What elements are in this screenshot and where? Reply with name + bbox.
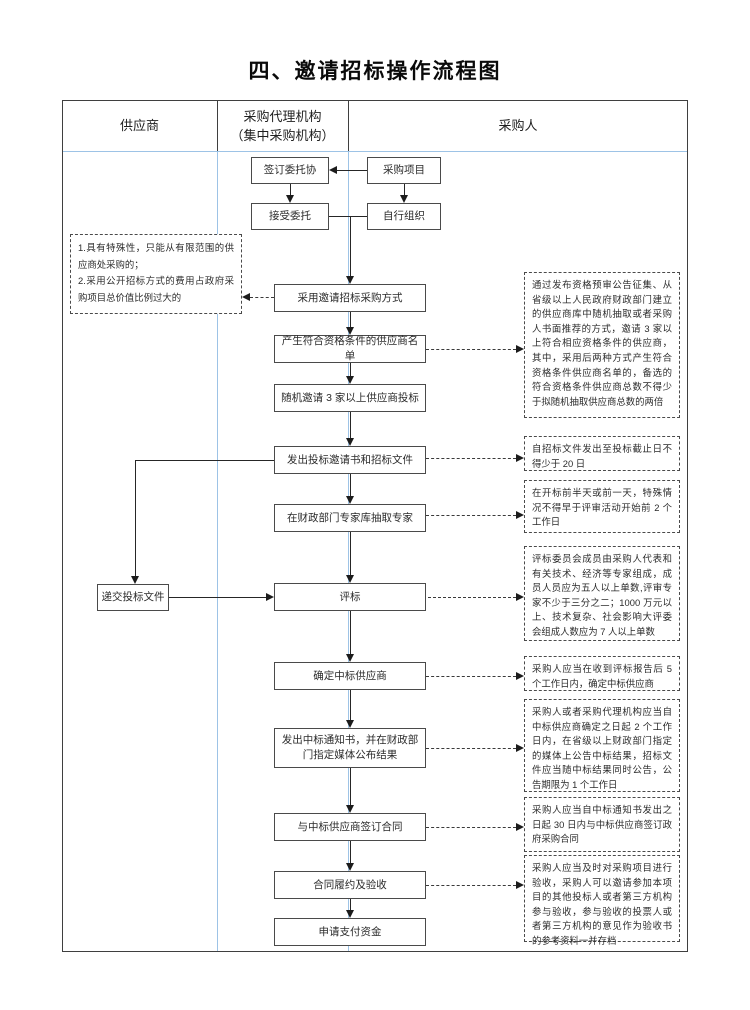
note-confirm-deadline: 采购人应当在收到评标报告后 5 个工作日内，确定中标供应商 bbox=[524, 656, 680, 691]
dashed-send-to-deadline bbox=[426, 458, 516, 459]
connector-list-to-invite bbox=[350, 363, 351, 377]
node-sign-contract: 与中标供应商签订合同 bbox=[274, 813, 426, 841]
node-qualified-list: 产生符合资格条件的供应商名单 bbox=[274, 335, 426, 363]
arrowhead-to-submit-bid bbox=[131, 576, 139, 584]
lane-divider-agency-purchaser bbox=[348, 151, 349, 951]
column-header-agency-line1: 采购代理机构 bbox=[243, 109, 322, 124]
header-divider-1 bbox=[217, 100, 218, 151]
dashed-experts-to-timing bbox=[426, 515, 516, 516]
arrowhead-notice-to-announce bbox=[516, 744, 524, 752]
arrowhead-eval-to-winner bbox=[346, 654, 354, 662]
arrowhead-winner-to-confirm bbox=[516, 672, 524, 680]
arrowhead-adopt-to-list bbox=[346, 327, 354, 335]
connector-invite-to-send bbox=[350, 412, 351, 439]
note-supplier-sourcing: 通过发布资格预审公告征集、从省级以上人民政府财政部门建立的供应商库中随机抽取或者… bbox=[524, 272, 680, 418]
node-self-organize: 自行组织 bbox=[367, 203, 441, 230]
connector-adopt-to-list bbox=[350, 312, 351, 328]
connector-experts-to-eval bbox=[350, 532, 351, 576]
node-adopt-method: 采用邀请招标采购方式 bbox=[274, 284, 426, 312]
note-applicability-line2: 2.采用公开招标方式的费用占政府采购项目总价值比例过大的 bbox=[78, 275, 234, 303]
note-contract-deadline: 采购人应当自中标通知书发出之日起 30 日内与中标供应商签订政府采购合同 bbox=[524, 797, 680, 852]
arrowhead-sign-to-accept bbox=[286, 195, 294, 203]
node-send-invitation: 发出投标邀请书和招标文件 bbox=[274, 446, 426, 474]
note-committee-rule: 评标委员会成员由采购人代表和有关技术、经济等专家组成，成员人员应为五人以上单数,… bbox=[524, 546, 680, 641]
node-bid-evaluation: 评标 bbox=[274, 583, 426, 611]
node-procurement-project: 采购项目 bbox=[367, 157, 441, 184]
connector-sign-to-accept bbox=[290, 184, 291, 196]
node-submit-bid-docs: 递交投标文件 bbox=[97, 584, 169, 611]
arrowhead-notice-to-contract bbox=[346, 805, 354, 813]
arrowhead-acceptance-to-payment bbox=[346, 910, 354, 918]
node-sign-agreement: 签订委托协 bbox=[251, 157, 329, 184]
note-announce-rule: 采购人或者采购代理机构应当自中标供应商确定之日起 2 个工作日内，在省级以上财政… bbox=[524, 699, 680, 792]
arrowhead-send-to-deadline bbox=[516, 454, 524, 462]
column-header-supplier: 供应商 bbox=[119, 118, 159, 133]
arrowhead-eval-to-committee bbox=[516, 593, 524, 601]
connector-project-to-sign bbox=[337, 170, 367, 171]
connector-acceptance-to-payment bbox=[350, 899, 351, 911]
dashed-acceptance-to-rule bbox=[426, 885, 516, 886]
connector-send-to-left-leg bbox=[135, 460, 274, 461]
connector-junction-to-adopt bbox=[350, 216, 351, 276]
arrowhead-list-to-sourcing bbox=[516, 345, 524, 353]
dashed-list-to-sourcing bbox=[426, 349, 516, 350]
dashed-winner-to-confirm bbox=[426, 676, 516, 677]
connector-winner-to-notice bbox=[350, 690, 351, 721]
column-header-purchaser: 采购人 bbox=[498, 118, 538, 133]
header-divider-2 bbox=[348, 100, 349, 151]
node-issue-award-notice: 发出中标通知书，并在财政部门指定媒体公布结果 bbox=[274, 728, 426, 768]
arrowhead-send-to-experts bbox=[346, 496, 354, 504]
node-accept-commission: 接受委托 bbox=[251, 203, 329, 230]
arrowhead-junction-to-adopt bbox=[346, 276, 354, 284]
connector-accept-self bbox=[329, 216, 367, 217]
connector-contract-to-acceptance bbox=[350, 841, 351, 864]
arrowhead-contract-to-deadline bbox=[516, 823, 524, 831]
page-title: 四、邀请招标操作流程图 bbox=[248, 60, 502, 83]
arrowhead-acceptance-to-rule bbox=[516, 881, 524, 889]
header-bottom-line bbox=[63, 151, 687, 152]
arrowhead-experts-to-eval bbox=[346, 575, 354, 583]
node-draw-experts: 在财政部门专家库抽取专家 bbox=[274, 504, 426, 532]
connector-submit-to-eval bbox=[169, 597, 266, 598]
table-frame bbox=[62, 100, 688, 952]
arrowhead-invite-to-send bbox=[346, 438, 354, 446]
column-header-agency: 采购代理机构 （集中采购机构） bbox=[217, 107, 348, 145]
dashed-adopt-to-applicability bbox=[250, 297, 274, 298]
arrowhead-winner-to-notice bbox=[346, 720, 354, 728]
note-bid-deadline: 自招标文件发出至投标截止日不得少于 20 日 bbox=[524, 436, 680, 471]
connector-notice-to-contract bbox=[350, 768, 351, 806]
connector-send-to-experts bbox=[350, 474, 351, 497]
node-apply-payment: 申请支付资金 bbox=[274, 918, 426, 946]
arrowhead-project-to-self bbox=[400, 195, 408, 203]
note-applicability-line1: 1.具有特殊性，只能从有限范围的供应商处采购的； bbox=[78, 242, 234, 270]
note-expert-timing: 在开标前半天或前一天，特殊情况不得早于评审活动开始前 2 个工作日 bbox=[524, 480, 680, 533]
node-determine-winner: 确定中标供应商 bbox=[274, 662, 426, 690]
note-acceptance-rule: 采购人应当及时对采购项目进行验收，采购人可以邀请参加本项目的其他投标人或者第三方… bbox=[524, 855, 680, 946]
arrowhead-contract-to-acceptance bbox=[346, 863, 354, 871]
arrowhead-list-to-invite bbox=[346, 376, 354, 384]
arrowhead-project-to-sign bbox=[329, 166, 337, 174]
connector-project-to-self bbox=[404, 184, 405, 196]
node-contract-acceptance: 合同履约及验收 bbox=[274, 871, 426, 899]
lane-divider-supplier-agency bbox=[217, 151, 218, 951]
dashed-notice-to-announce bbox=[426, 748, 516, 749]
connector-left-leg-down bbox=[135, 460, 136, 577]
dashed-contract-to-deadline bbox=[426, 827, 516, 828]
arrowhead-experts-to-timing bbox=[516, 511, 524, 519]
note-applicability: 1.具有特殊性，只能从有限范围的供应商处采购的； 2.采用公开招标方式的费用占政… bbox=[70, 234, 242, 314]
arrowhead-adopt-to-applicability bbox=[242, 293, 250, 301]
column-header-agency-line2: （集中采购机构） bbox=[230, 128, 335, 143]
node-random-invite: 随机邀请 3 家以上供应商投标 bbox=[274, 384, 426, 412]
arrowhead-submit-to-eval bbox=[266, 593, 274, 601]
dashed-eval-to-committee bbox=[428, 597, 516, 598]
connector-eval-to-winner bbox=[350, 611, 351, 655]
